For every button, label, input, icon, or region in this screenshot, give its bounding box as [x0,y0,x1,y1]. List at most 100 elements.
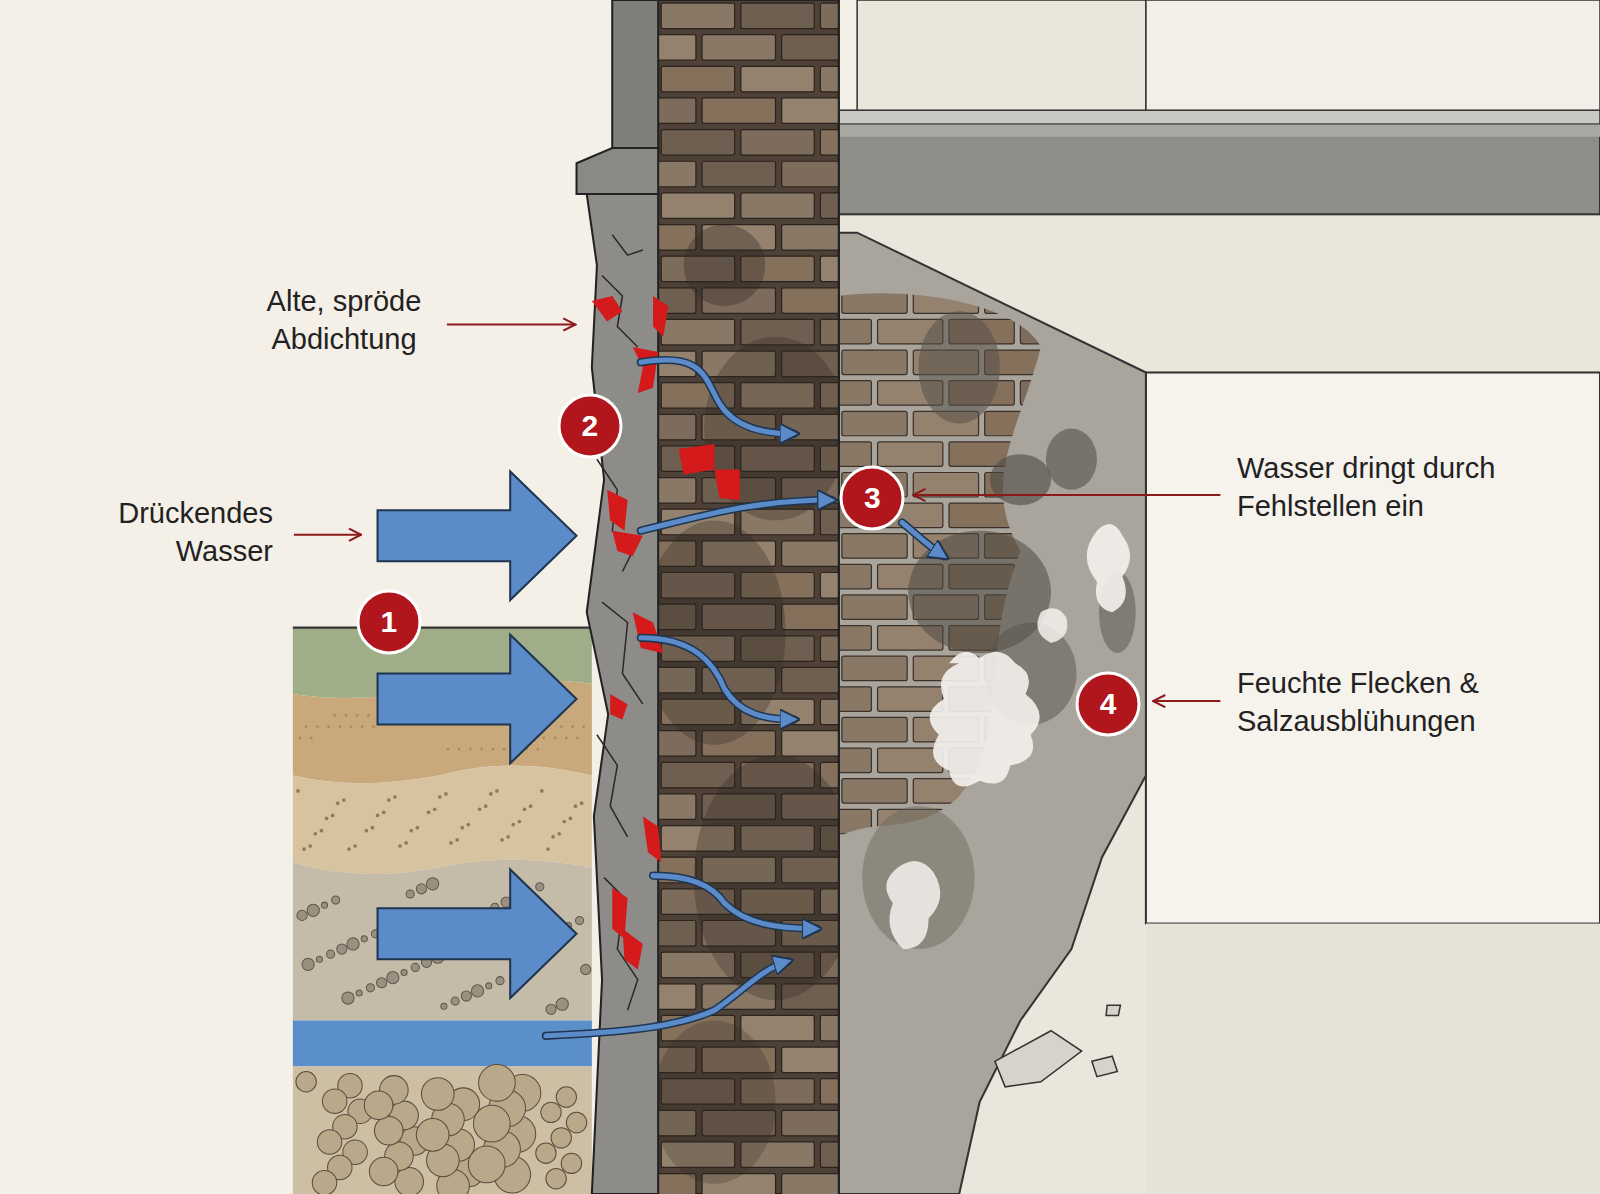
damp-stain [918,311,1000,423]
defect [607,490,627,531]
callout-number: 4 [1075,671,1141,737]
plaster-debris [995,1005,1121,1087]
callout-number: 2 [557,393,623,459]
soil-grain [327,725,330,728]
brick [741,66,814,92]
annotation-label: Feuchte Flecken & Salzausblühungen [1237,664,1557,740]
exposed-brick [842,717,907,741]
brick [658,414,696,440]
brick [782,731,839,757]
soil-grain [556,998,568,1010]
exposed-brick [1020,503,1085,527]
leader-line [447,324,576,326]
annotation-label: Drückendes Wasser [73,494,273,570]
old-waterproofing [587,194,658,1194]
salt-efflorescence [886,524,1130,949]
soil-grain [296,1072,316,1092]
soil-grain [353,844,357,848]
wall-edge [838,0,840,1194]
soil-grain [574,804,578,808]
slab-highlight [776,125,1600,137]
crack [597,459,633,571]
soil-grain [536,1143,556,1163]
soil-stones [293,1066,592,1194]
soil-grain [307,904,319,916]
soil-grain [416,884,426,894]
brick [782,604,839,630]
seepage-arrow [902,523,944,557]
damp-stain [694,755,839,1000]
brick [658,161,696,187]
exposed-brick [842,779,907,803]
soil-grain [364,1091,393,1120]
callout-text: 2 [581,409,598,443]
soil-grain [557,832,561,836]
brick [820,1015,838,1041]
soil-grain [376,814,380,818]
soil-grain [310,736,313,739]
soil-grain [460,826,464,830]
leader-line [1153,700,1220,702]
plinth [612,0,658,153]
soil-grain [333,714,336,717]
seepage-outline-path [641,360,794,434]
seepage [546,360,944,1036]
damp-stain [658,1021,775,1184]
brick [741,1015,814,1041]
seepage-arrow [641,360,794,434]
soil-grain [332,896,340,904]
ceiling-slab [776,125,1600,215]
plinth-ledge [577,148,659,194]
exposed-brick [913,472,978,496]
brick [658,98,696,124]
callout-text: 1 [380,605,397,639]
soil-grain [337,944,347,954]
soil-grain [433,807,437,811]
brick [782,1110,839,1136]
pressure-arrow [378,471,577,600]
brick [782,288,839,314]
soil-grain [398,844,402,848]
crack [597,735,628,837]
callout-disc [841,467,903,529]
pressure-arrow [378,635,577,764]
leader-lines [294,325,1221,702]
seepage-arrow [641,638,794,720]
exposed-brick [842,534,907,558]
seepage-outline-path [653,876,816,929]
wall-face [839,233,1146,1194]
soil-grain [484,804,488,808]
brick [782,35,839,61]
soil-grain [551,1128,571,1148]
soil-grain [322,1089,346,1113]
soil-grain [297,910,307,920]
exposed-brick [878,687,943,711]
soil-grain [556,1087,576,1107]
brick [782,667,839,693]
soil-grain [540,789,544,793]
soil-grain [461,991,471,1001]
exposed-brick [1020,381,1085,405]
exposed-brick [949,503,1014,527]
brick [820,3,838,29]
soil-grain [511,823,515,827]
soil-grain [327,950,335,958]
soil-grain [356,714,359,717]
soil-grain [451,997,459,1005]
groundwater [293,1021,592,1067]
damp-stain [862,806,974,949]
brick [741,193,814,219]
soil-grain [473,1105,510,1142]
leader-line [294,534,361,536]
soil-grain [387,972,399,984]
soil-grain [536,883,544,891]
brick [661,66,734,92]
soil-grain [546,1168,566,1188]
soil-sand [293,765,592,874]
soil-grain [374,1116,403,1145]
brick [658,794,696,820]
brick [702,98,775,124]
soil-grain [342,798,346,802]
callout-text: 3 [864,481,881,515]
